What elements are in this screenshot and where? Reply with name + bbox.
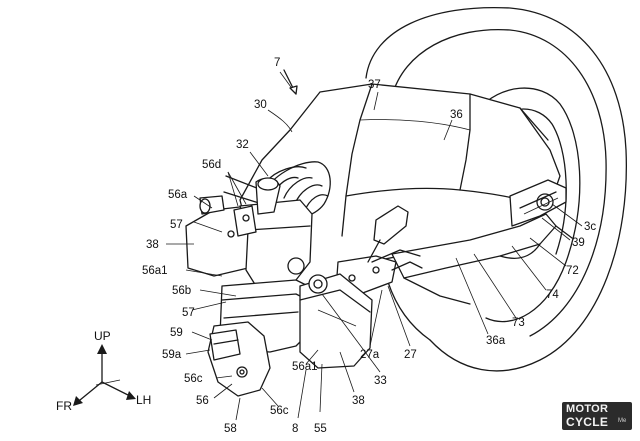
label-74: 74 <box>546 289 559 301</box>
label-57-lower: 57 <box>182 307 195 319</box>
label-59a: 59a <box>162 349 182 361</box>
fr-arrow-head <box>73 396 83 406</box>
orientation-indicator: UP LH FR <box>56 329 151 413</box>
label-32: 32 <box>236 139 249 151</box>
arrow-7-head <box>289 85 298 95</box>
label-58: 58 <box>224 423 237 435</box>
label-lh: LH <box>136 393 151 407</box>
label-56: 56 <box>196 395 209 407</box>
label-36: 36 <box>450 109 463 121</box>
part-labels: 7 30 37 36 32 56d 56a 57 38 56a1 56b 57 … <box>142 57 596 435</box>
watermark-line3: Me <box>618 418 627 424</box>
label-56a1-right: 56a1 <box>292 361 318 373</box>
label-56c-right: 56c <box>270 405 289 417</box>
label-27: 27 <box>404 349 417 361</box>
label-56c-left: 56c <box>184 373 203 385</box>
label-8: 8 <box>292 423 298 435</box>
up-arrow-head <box>97 344 107 354</box>
label-57-upper: 57 <box>170 219 183 231</box>
label-73: 73 <box>512 317 525 329</box>
label-fr: FR <box>56 399 72 413</box>
label-up: UP <box>94 329 111 343</box>
label-56a1-left: 56a1 <box>142 265 168 277</box>
lh-arrow <box>101 381 131 397</box>
label-72: 72 <box>566 265 579 277</box>
label-33: 33 <box>374 375 387 387</box>
watermark-line2: CYCLE <box>566 415 609 429</box>
bracket-assembly <box>185 177 373 397</box>
label-30: 30 <box>254 99 267 111</box>
label-59: 59 <box>170 327 183 339</box>
lh-arrow-head <box>126 391 136 400</box>
label-3c: 3c <box>584 221 596 233</box>
label-38-right: 38 <box>352 395 365 407</box>
label-27a: 27a <box>360 349 380 361</box>
label-38-left: 38 <box>146 239 159 251</box>
arm-extension <box>391 179 573 305</box>
label-55: 55 <box>314 423 327 435</box>
label-7: 7 <box>274 57 280 69</box>
label-37: 37 <box>368 79 381 91</box>
fr-arrow <box>79 381 103 401</box>
label-36a: 36a <box>486 335 506 347</box>
label-56a: 56a <box>168 189 188 201</box>
watermark-logo: MOTOR CYCLE Me <box>562 402 632 430</box>
watermark-line1: MOTOR <box>566 403 609 415</box>
label-39: 39 <box>572 237 585 249</box>
label-56d: 56d <box>202 159 221 171</box>
label-56b: 56b <box>172 285 191 297</box>
leader-lines <box>95 71 583 421</box>
